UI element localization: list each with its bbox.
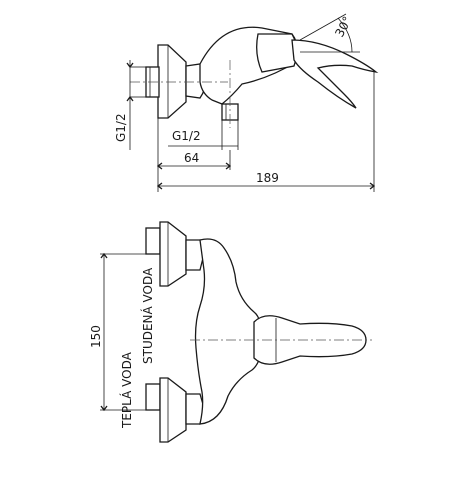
dimension-64: 64 <box>184 151 199 165</box>
side-view: 30° G1/2 G1/2 64 189 <box>114 13 379 192</box>
upper-inlet-connector <box>145 227 161 255</box>
dimension-150: 150 <box>89 325 103 348</box>
upper-nut <box>185 239 205 271</box>
lower-inlet-connector <box>145 383 161 411</box>
mixer-body <box>194 238 263 425</box>
lower-flange <box>159 377 187 443</box>
lever-handle <box>291 39 379 109</box>
front-view: 150 STUDENÁ VODA TEPLÁ VODA <box>89 221 372 443</box>
upper-flange <box>159 221 187 287</box>
wall-flange <box>157 44 187 119</box>
cartridge <box>256 33 298 73</box>
thread-size-vertical: G1/2 <box>114 113 128 142</box>
thread-size-horizontal: G1/2 <box>172 129 201 143</box>
angle-label: 30° <box>332 14 354 39</box>
hot-water-label: TEPLÁ VODA <box>119 351 134 429</box>
dimension-189: 189 <box>256 171 279 185</box>
cold-water-label: STUDENÁ VODA <box>140 267 155 364</box>
